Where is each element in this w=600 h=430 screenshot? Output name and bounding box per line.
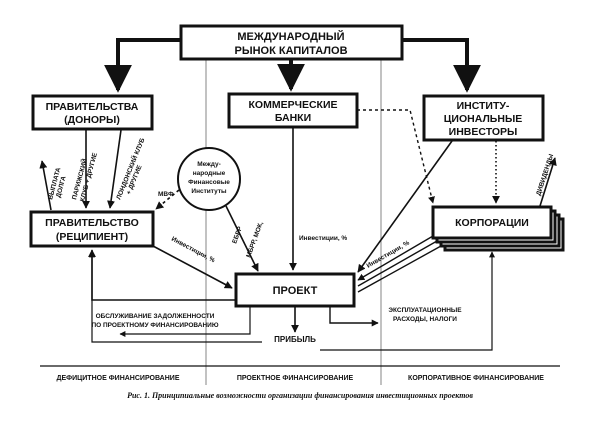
arrow-market-to-donors: [104, 38, 181, 93]
intl-fin-line2: народные: [193, 170, 226, 177]
institutional-label-line2: ЦИОНАЛЬНЫЕ: [444, 113, 522, 125]
label-invest-right: Инвестиции, %: [366, 239, 411, 269]
arrow-corporations-to-project-2: [357, 240, 438, 287]
section-corporate: КОРПОРАТИВНОЕ ФИНАНСИРОВАНИЕ: [408, 375, 544, 382]
arrow-recipient-repayment: [39, 160, 52, 211]
market-box: [179, 24, 404, 61]
arrow-institutional-to-project: [357, 140, 453, 273]
arrow-intlfin-to-project: [225, 205, 259, 272]
label-opex-line2: РАСХОДЫ, НАЛОГИ: [393, 316, 457, 323]
banks-label-line1: КОММЕРЧЕСКИЕ: [249, 99, 338, 111]
market-label-line2: РЫНОК КАПИТАЛОВ: [234, 45, 347, 57]
intl-fin-line3: Финансовые: [188, 179, 230, 186]
arrow-corporations-to-project-1: [357, 235, 434, 281]
arrow-market-to-institutional: [402, 38, 481, 93]
recipient-label-line1: ПРАВИТЕЛЬСТВО: [45, 217, 139, 229]
arrow-banks-to-corporations: [357, 109, 435, 204]
donors-box: [31, 94, 154, 131]
intl-fin-circle: [177, 147, 241, 211]
line-bottom-right-return: [320, 251, 495, 351]
arrow-corporations-to-project-3: [357, 245, 442, 293]
label-debt-service-line1: ОБСЛУЖИВАНИЕ ЗАДОЛЖЕННОСТИ: [96, 313, 215, 320]
section-project: ПРОЕКТНОЕ ФИНАНСИРОВАНИЕ: [237, 375, 354, 382]
line-project-to-deficit: [119, 306, 251, 337]
label-mbrr: МБРР, МОК,: [245, 221, 265, 259]
arrow-donors-london: [107, 129, 122, 209]
institutional-label-line1: ИНСТИТУ-: [457, 100, 510, 112]
intl-fin-line1: Между-: [197, 161, 221, 168]
intl-fin-line4: Институты: [191, 188, 227, 195]
label-ebrr: ЕБРР: [231, 225, 244, 245]
label-imf: МВФ: [158, 191, 174, 198]
corporations-box: [431, 205, 553, 240]
corporations-label: КОРПОРАЦИИ: [455, 217, 529, 229]
label-invest-center: Инвестиции, %: [299, 235, 347, 242]
label-profit: ПРИБЫЛЬ: [274, 335, 316, 344]
arrow-project-to-opex: [329, 306, 379, 327]
donors-label-line1: ПРАВИТЕЛЬСТВА: [46, 101, 139, 113]
banks-box: [227, 92, 359, 129]
section-deficit: ДЕФИЦИТНОЕ ФИНАНСИРОВАНИЕ: [57, 375, 180, 382]
label-debt-service-line2: ПО ПРОЕКТНОМУ ФИНАНСИРОВАНИЮ: [91, 322, 218, 329]
donors-label-line2: (ДОНОРЫ): [64, 114, 120, 126]
line-bottom-left-return: [89, 251, 262, 343]
arrow-imf: [155, 189, 180, 210]
arrow-dividends: [539, 157, 557, 207]
recipient-box: [29, 210, 155, 248]
label-invest-left: Инвестиции, %: [170, 236, 216, 265]
institutional-label-line3: ИНВЕСТОРЫ: [449, 126, 518, 138]
project-box: [234, 272, 356, 308]
label-opex-line1: ЭКСПЛУАТАЦИОННЫЕ: [388, 307, 462, 314]
recipient-label-line2: (РЕЦИПИЕНТ): [56, 231, 128, 243]
institutional-box: [422, 94, 545, 142]
arrow-recipient-to-project: [152, 245, 233, 289]
figure-caption: Рис. 1. Принципиальные возможности орган…: [127, 391, 473, 400]
project-label: ПРОЕКТ: [273, 285, 318, 297]
banks-label-line2: БАНКИ: [275, 112, 311, 124]
market-label-line1: МЕЖДУНАРОДНЫЙ: [237, 30, 344, 43]
